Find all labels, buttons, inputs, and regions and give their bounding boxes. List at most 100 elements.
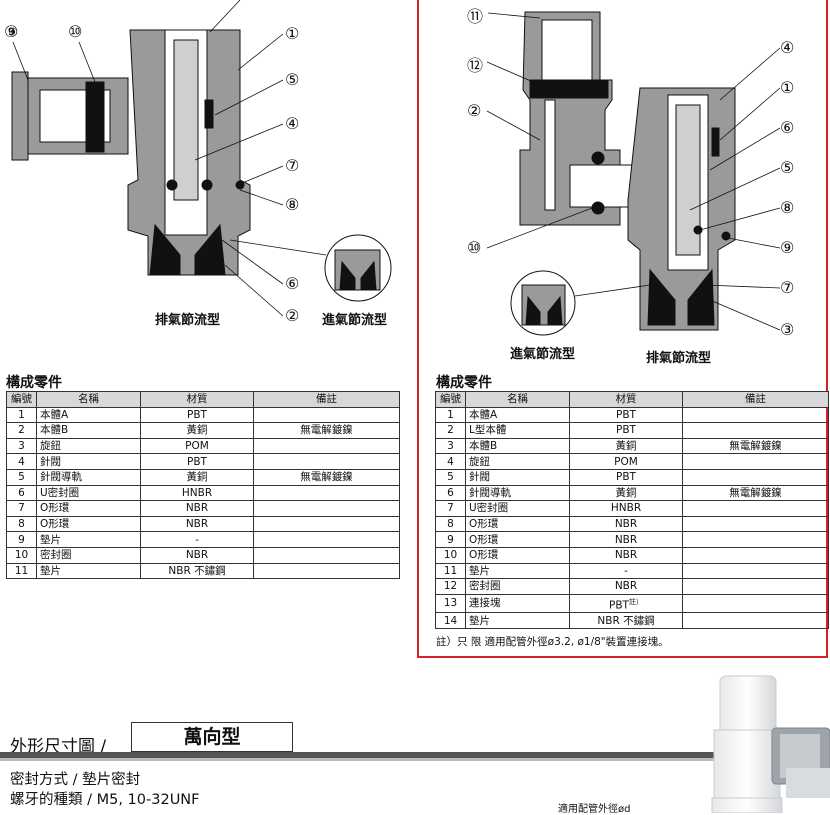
part-material: PBT	[569, 468, 683, 486]
part-material: 黃銅	[569, 437, 683, 455]
callout-10: ⑩	[467, 238, 482, 257]
divider-bar	[0, 752, 770, 758]
part-material: NBR	[140, 500, 254, 517]
part-note	[682, 406, 829, 424]
part-note	[253, 453, 400, 470]
part-note	[682, 531, 829, 548]
callout-1: ①	[780, 78, 795, 97]
caption-exhaust-left: 排氣節流型	[155, 313, 221, 328]
part-no: 12	[435, 578, 466, 595]
part-note	[253, 500, 400, 517]
part-material: 黃銅	[569, 484, 683, 502]
part-note	[682, 578, 829, 595]
part-no: 1	[435, 406, 466, 424]
part-name: 密封圈	[465, 578, 570, 595]
table-footnote: 註）只 限 適用配管外徑ø3.2, ø1/8"裝置連接塊。	[436, 636, 669, 648]
part-note	[253, 437, 400, 455]
part-material: NBR	[140, 546, 254, 564]
part-name: U密封圈	[465, 500, 570, 517]
caption-exhaust-right: 排氣節流型	[646, 351, 712, 366]
col-header: 材質	[569, 391, 683, 408]
part-name: 針閥	[465, 468, 570, 486]
callout-12: ⑫	[467, 56, 484, 75]
col-header: 備註	[682, 391, 829, 408]
part-note	[682, 515, 829, 533]
part-note	[682, 612, 829, 629]
part-material: PBT	[140, 406, 254, 424]
part-note	[253, 406, 400, 424]
part-no: 1	[6, 406, 37, 424]
table-header: 編號 名稱 材質 備註	[6, 391, 400, 408]
part-material: PBT	[140, 453, 254, 470]
part-name: 旋鈕	[36, 437, 141, 455]
left-cross-section-drawing: ⑨	[8, 0, 392, 317]
callout-8: ⑧	[285, 195, 300, 214]
part-note	[253, 484, 400, 502]
part-name: O形環	[36, 515, 141, 533]
part-note: 無電解鍍鎳	[682, 484, 829, 502]
callout-4: ④	[285, 114, 300, 133]
part-name: 旋鈕	[465, 453, 570, 470]
part-no: 7	[435, 500, 466, 517]
part-no: 11	[6, 562, 37, 580]
highlight-frame	[417, 0, 828, 658]
callout-9: ⑨	[780, 238, 795, 257]
part-no: 2	[6, 422, 37, 439]
part-material: 黃銅	[140, 422, 254, 439]
part-note	[253, 546, 400, 564]
callout-9: ⑨	[8, 26, 18, 39]
callout-1: ①	[285, 24, 300, 43]
part-material: 黃銅	[140, 468, 254, 486]
part-material: POM	[569, 453, 683, 470]
parts-title-left: 構成零件	[6, 375, 62, 391]
part-material: POM	[140, 437, 254, 455]
footnote-mark: 註）	[628, 597, 643, 606]
part-name: 密封圈	[36, 546, 141, 564]
col-header: 編號	[6, 391, 37, 408]
part-material: NBR	[140, 515, 254, 533]
part-material: PBT	[569, 406, 683, 424]
part-note	[253, 515, 400, 533]
part-note	[682, 453, 829, 470]
caption-intake-left: 進氣節流型	[322, 313, 388, 328]
part-name: 連接塊	[465, 593, 570, 614]
part-name: 墊片	[465, 612, 570, 629]
part-no: 9	[6, 531, 37, 548]
part-name: O形環	[36, 500, 141, 517]
part-no: 11	[435, 562, 466, 580]
part-no: 7	[6, 500, 37, 517]
callout-10: ⑩	[68, 22, 83, 41]
part-no: 8	[6, 515, 37, 533]
part-name: L型本體	[465, 422, 570, 439]
callout-5: ⑤	[285, 70, 300, 89]
callout-8: ⑧	[780, 198, 795, 217]
part-note: 無電解鍍鎳	[253, 468, 400, 486]
part-no: 9	[435, 531, 466, 548]
col-header: 材質	[140, 391, 254, 408]
part-no: 13	[435, 593, 466, 614]
applicable-od-label: 適用配管外徑ød	[558, 804, 631, 815]
caption-intake-right: 進氣節流型	[510, 347, 576, 362]
callout-7: ⑦	[780, 278, 795, 297]
col-header: 編號	[435, 391, 466, 408]
part-material: NBR	[569, 578, 683, 595]
